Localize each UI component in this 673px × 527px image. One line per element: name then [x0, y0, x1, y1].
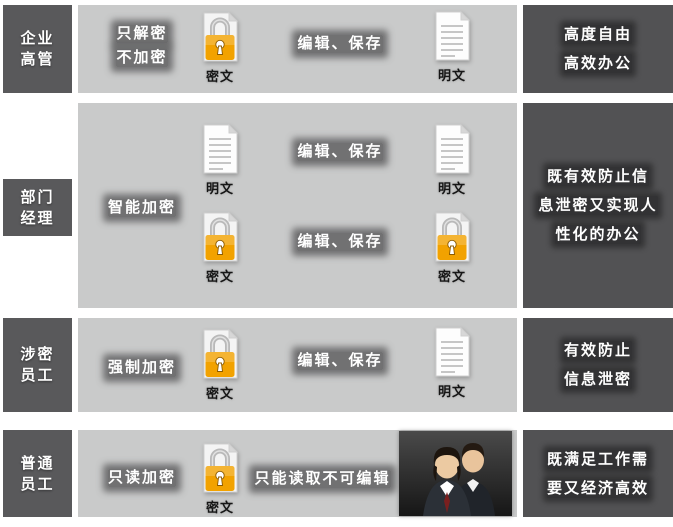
flow-panel-manager: 智能加密 明文 编辑、保存 明文 密文 编辑、保存 [78, 103, 517, 308]
business-people-illustration [399, 431, 512, 516]
role-text: 部门 [20, 188, 55, 206]
mode-text: 只读加密 [107, 469, 176, 487]
benefit-text: 信息泄密 [563, 370, 632, 389]
mode-text: 强制加密 [107, 359, 176, 377]
mode-label-read-only: 只读加密 [94, 469, 190, 487]
mode-text: 只解密 [116, 25, 168, 43]
role-text: 普通 [20, 454, 55, 472]
read-only-note-text: 只能读取不可编辑 [254, 470, 391, 488]
role-box-manager: 部门 经理 [3, 179, 72, 236]
cipher-file-label: 密文 [437, 269, 466, 284]
edit-save-text: 编辑、保存 [297, 352, 383, 370]
benefit-text: 要又经济高效 [546, 478, 649, 498]
lock-document-icon [199, 328, 241, 380]
benefit-text: 息泄密又实现人 [538, 196, 658, 215]
edit-save-action: 编辑、保存 [260, 352, 420, 370]
plain-file-label: 明文 [437, 68, 466, 83]
role-box-executive: 企业 高管 [3, 5, 72, 93]
mode-label-decrypt-only: 只解密 不加密 [94, 25, 190, 67]
document-icon [199, 123, 241, 175]
document-icon [431, 10, 473, 62]
read-only-note: 只能读取不可编辑 [250, 470, 395, 488]
mode-label-smart-encrypt: 智能加密 [94, 199, 190, 217]
flow-panel-classified-staff: 强制加密 密文 编辑、保存 明文 [78, 318, 517, 412]
benefit-box-ordinary-staff: 既满足工作需 要又经济高效 [523, 430, 673, 517]
plain-file-icon: 明文 [430, 10, 474, 84]
plain-file-label: 明文 [437, 181, 466, 196]
flow-panel-ordinary-staff: 只读加密 密文 只能读取不可编辑 [78, 430, 517, 517]
cipher-file-label: 密文 [205, 500, 234, 515]
lock-document-icon [199, 211, 241, 263]
role-box-classified-staff: 涉密 员工 [3, 318, 72, 412]
business-people-photo [399, 431, 512, 516]
plain-file-icon: 明文 [198, 123, 242, 197]
mode-text: 不加密 [116, 49, 168, 67]
cipher-file-icon: 密文 [198, 328, 242, 402]
benefit-box-manager: 既有效防止信 息泄密又实现人 性化的办公 [523, 103, 673, 308]
lock-document-icon [199, 11, 241, 63]
role-text: 高管 [20, 51, 55, 68]
benefit-text: 高效办公 [563, 54, 632, 73]
role-text: 经理 [20, 209, 55, 227]
benefit-text: 高度自由 [563, 25, 632, 44]
lock-document-icon [199, 442, 241, 494]
plain-file-icon: 明文 [430, 326, 474, 400]
cipher-file-icon: 密文 [430, 211, 474, 285]
mode-text: 智能加密 [107, 199, 176, 217]
role-text: 涉密 [20, 346, 55, 363]
cipher-file-icon: 密文 [198, 211, 242, 285]
edit-save-action: 编辑、保存 [260, 143, 420, 161]
benefit-text: 既满足工作需 [546, 449, 649, 469]
role-text: 企业 [20, 30, 55, 47]
edit-save-text: 编辑、保存 [297, 233, 383, 251]
plain-file-label: 明文 [437, 384, 466, 399]
document-icon [431, 123, 473, 175]
cipher-file-label: 密文 [205, 386, 234, 401]
mode-label-forced-encrypt: 强制加密 [94, 359, 190, 377]
flow-panel-executive: 只解密 不加密 密文 编辑、保存 明文 [78, 5, 517, 93]
edit-save-text: 编辑、保存 [297, 143, 383, 161]
role-text: 员工 [20, 367, 55, 384]
benefit-box-executive: 高度自由 高效办公 [523, 5, 673, 93]
benefit-text: 性化的办公 [555, 225, 641, 244]
cipher-file-icon: 密文 [198, 11, 242, 85]
role-text: 员工 [20, 475, 55, 493]
benefit-text: 有效防止 [563, 341, 632, 360]
edit-save-text: 编辑、保存 [297, 35, 383, 53]
edit-save-action: 编辑、保存 [260, 233, 420, 251]
document-icon [431, 326, 473, 378]
cipher-file-label: 密文 [205, 69, 234, 84]
cipher-file-label: 密文 [205, 269, 234, 284]
lock-document-icon [431, 211, 473, 263]
benefit-box-classified-staff: 有效防止 信息泄密 [523, 318, 673, 412]
role-box-ordinary-staff: 普通 员工 [3, 430, 72, 517]
edit-save-action: 编辑、保存 [260, 35, 420, 53]
benefit-text: 既有效防止信 [546, 167, 649, 186]
cipher-file-icon: 密文 [198, 442, 242, 516]
plain-file-label: 明文 [205, 181, 234, 196]
plain-file-icon: 明文 [430, 123, 474, 197]
